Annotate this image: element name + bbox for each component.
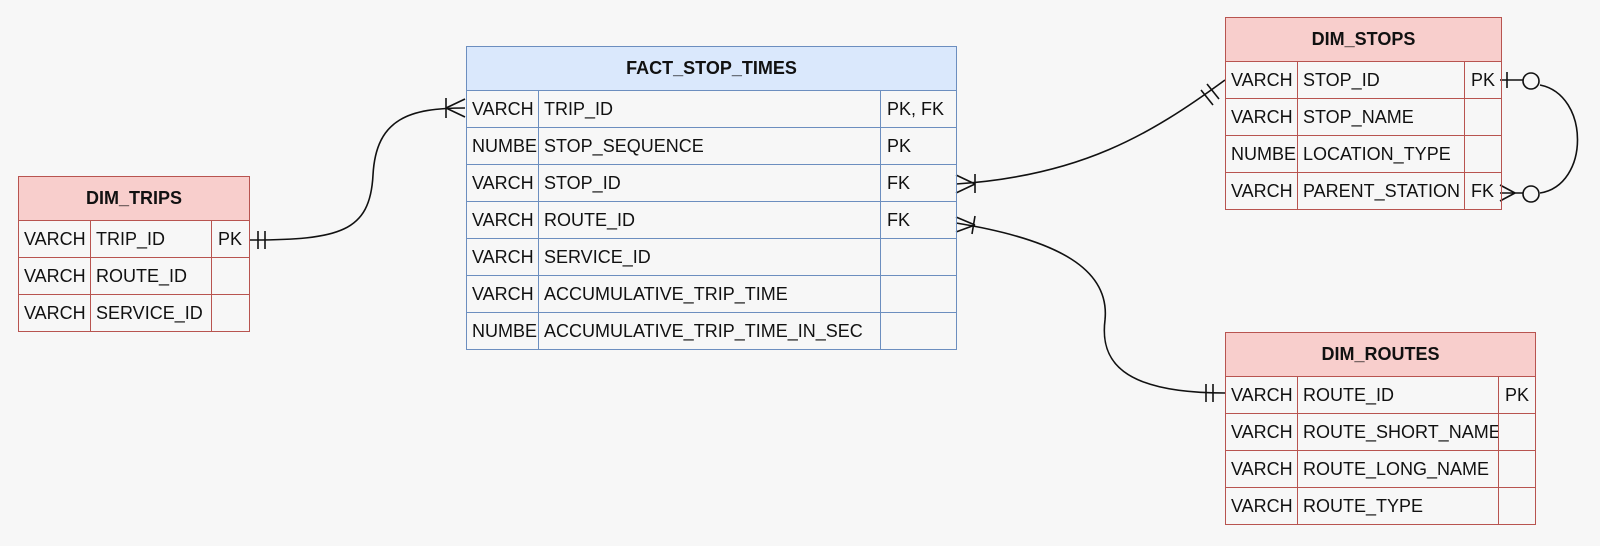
rel-stops-parent-station xyxy=(1499,72,1579,203)
column-name: STOP_ID xyxy=(538,164,881,202)
column-name: STOP_NAME xyxy=(1297,98,1465,136)
column-name: TRIP_ID xyxy=(538,90,881,128)
column-key: PK xyxy=(880,127,957,165)
column-type: VARCH xyxy=(1225,98,1298,136)
column-name: SERVICE_ID xyxy=(538,238,881,276)
column-key xyxy=(1498,487,1536,525)
column-key xyxy=(1498,450,1536,488)
column-name: ROUTE_LONG_NAME xyxy=(1297,450,1499,488)
column-name: ROUTE_SHORT_NAME xyxy=(1297,413,1499,451)
column-key: FK xyxy=(1463,172,1503,210)
column-type: VARCH xyxy=(1225,450,1298,488)
table-title: FACT_STOP_TIMES xyxy=(466,46,957,91)
column-name: ROUTE_ID xyxy=(90,257,212,295)
column-key: PK xyxy=(1498,376,1536,414)
column-name: TRIP_ID xyxy=(90,220,212,258)
column-key xyxy=(1498,413,1536,451)
column-name: LOCATION_TYPE xyxy=(1297,135,1465,173)
column-name: ROUTE_ID xyxy=(538,201,881,239)
table-title: DIM_ROUTES xyxy=(1225,332,1536,377)
rel-stops-stoptimes xyxy=(955,79,1226,194)
column-type: VARCH xyxy=(1225,172,1298,210)
column-key: PK xyxy=(210,220,251,258)
column-key: PK, FK xyxy=(880,90,957,128)
table-title: DIM_TRIPS xyxy=(18,176,250,221)
column-name: ACCUMULATIVE_TRIP_TIME xyxy=(538,275,881,313)
column-name: PARENT_STATION xyxy=(1297,172,1465,210)
column-type: VARCH xyxy=(18,257,91,295)
column-name: ROUTE_TYPE xyxy=(1297,487,1499,525)
table-title: DIM_STOPS xyxy=(1225,17,1502,62)
column-type: VARCH xyxy=(466,238,539,276)
column-type: VARCH xyxy=(1225,376,1298,414)
column-key: FK xyxy=(880,164,957,202)
column-name: ROUTE_ID xyxy=(1297,376,1499,414)
column-type: NUMBE xyxy=(466,127,539,165)
column-type: VARCH xyxy=(1225,61,1298,99)
column-key xyxy=(880,238,957,276)
column-type: VARCH xyxy=(466,275,539,313)
column-type: VARCH xyxy=(466,90,539,128)
column-key: FK xyxy=(880,201,957,239)
column-type: VARCH xyxy=(1225,413,1298,451)
column-name: STOP_ID xyxy=(1297,61,1465,99)
column-key xyxy=(210,294,251,332)
column-key xyxy=(210,257,251,295)
column-key xyxy=(1463,98,1503,136)
column-type: VARCH xyxy=(466,201,539,239)
column-name: STOP_SEQUENCE xyxy=(538,127,881,165)
column-name: ACCUMULATIVE_TRIP_TIME_IN_SEC xyxy=(538,312,881,350)
column-type: VARCH xyxy=(18,220,91,258)
rel-trips-stoptimes xyxy=(248,98,466,249)
column-type: VARCH xyxy=(18,294,91,332)
column-type: NUMBE xyxy=(1225,135,1298,173)
column-type: NUMBE xyxy=(466,312,539,350)
column-type: VARCH xyxy=(1225,487,1298,525)
column-type: VARCH xyxy=(466,164,539,202)
column-key xyxy=(880,312,957,350)
column-key xyxy=(1463,135,1503,173)
rel-routes-stoptimes xyxy=(955,215,1226,402)
column-name: SERVICE_ID xyxy=(90,294,212,332)
column-key: PK xyxy=(1463,61,1503,99)
column-key xyxy=(880,275,957,313)
